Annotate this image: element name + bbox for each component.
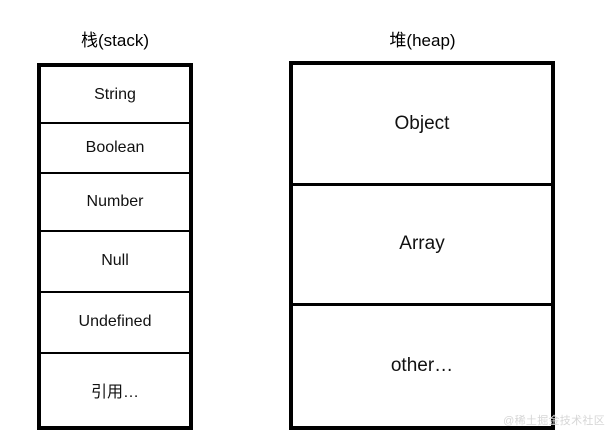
- stack-cell-null: Null: [41, 231, 189, 293]
- stack-cell-boolean: Boolean: [41, 124, 189, 175]
- watermark-text: @稀土掘金技术社区: [503, 415, 605, 427]
- stack-cell-reference: 引用…: [41, 353, 189, 426]
- stack-cell-undefined: Undefined: [41, 292, 189, 354]
- stack-cell-string: String: [41, 67, 189, 125]
- stack-title: 栈(stack): [81, 31, 149, 50]
- heap-column: Object Array other…: [289, 61, 555, 430]
- heap-cell-array: Array: [293, 185, 551, 306]
- heap-cell-other: other…: [293, 305, 551, 426]
- heap-cell-object: Object: [293, 65, 551, 186]
- stack-cell-number: Number: [41, 174, 189, 232]
- heap-title: 堆(heap): [389, 31, 456, 50]
- stack-column: String Boolean Number Null Undefined 引用…: [37, 63, 193, 430]
